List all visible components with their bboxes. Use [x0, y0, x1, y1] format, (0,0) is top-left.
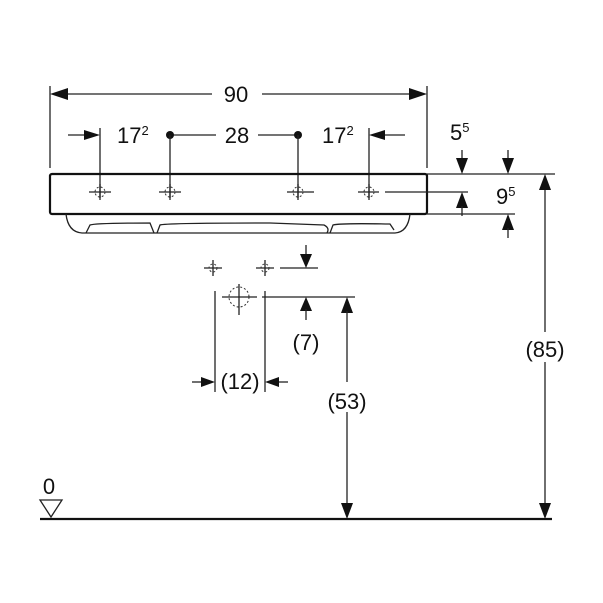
rim-height-label: 95: [496, 184, 515, 209]
drain-dimensions: (12) (7) (53): [192, 245, 367, 519]
tap-spacing-middle-label: 28: [225, 123, 249, 148]
overall-width-label: 90: [224, 82, 248, 107]
basin-outline: [48, 172, 429, 234]
tap-spacing-dimension: 172 28 172: [68, 123, 405, 198]
drain-width-label: (12): [220, 369, 259, 394]
total-height-dimension: (85): [525, 174, 565, 519]
floor-level: 0: [38, 474, 552, 521]
drain-offset-label: (7): [293, 330, 320, 355]
drain-height-label: (53): [327, 389, 366, 414]
drain-symbol: [222, 284, 257, 315]
tap-spacing-right-label: 172: [322, 123, 354, 148]
overall-width-dimension: 90: [49, 82, 428, 168]
total-height-label: (85): [525, 337, 564, 362]
rim-dimensions: 55 95: [385, 120, 555, 238]
tap-spacing-left-label: 172: [117, 123, 149, 148]
tap-hole-markers: [89, 184, 379, 200]
floor-level-label: 0: [43, 474, 55, 499]
tap-offset-label: 55: [450, 120, 469, 145]
